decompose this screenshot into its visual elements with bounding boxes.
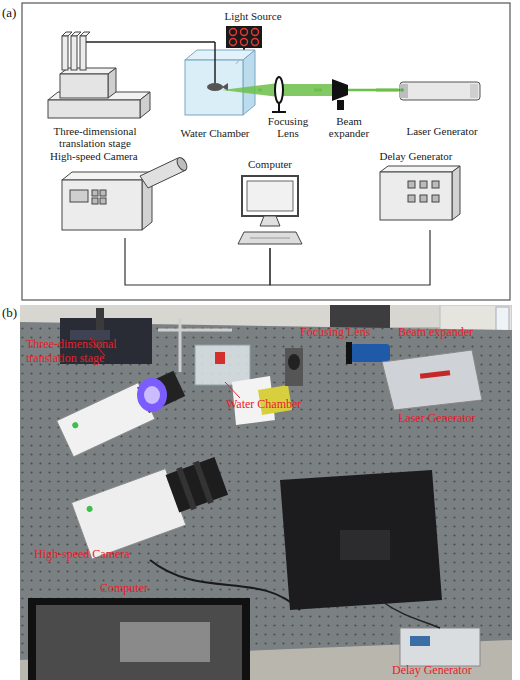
lens-symbol (272, 77, 286, 112)
part-name: Water Chamber (226, 398, 301, 412)
delay-generator-symbol (380, 166, 460, 220)
light-source: Light Source (218, 10, 288, 66)
laser-beam-segment (222, 83, 400, 97)
computer: Computer (228, 158, 312, 248)
part-name: Beam expander (398, 326, 473, 340)
part-name: Focusing Lens (300, 326, 370, 340)
panel-label: (a) (2, 6, 16, 21)
component-label: High-speed Camera (50, 150, 190, 163)
component-label: Light Source (218, 10, 288, 23)
translation-stage: Three-dimensional translation stage (40, 28, 150, 150)
signal-cable (125, 238, 270, 285)
delay-generator: Delay Generator (368, 150, 464, 230)
signal-cable (270, 230, 430, 285)
high-speed-camera: High-speed Camera (50, 150, 190, 238)
chamber-symbol (185, 42, 255, 115)
beam-expander: Beam expander (322, 72, 376, 140)
part-name: Three-dimensional translation stage (26, 338, 146, 366)
expander-symbol (332, 79, 348, 110)
camera-symbol (62, 156, 189, 230)
laser-symbol (400, 82, 480, 100)
part-name: Delay Generator (392, 664, 472, 678)
focusing-lens: Focusing Lens (262, 70, 314, 140)
component-label: Focusing Lens (262, 115, 314, 140)
computer-symbol (238, 176, 302, 244)
laser-beam (258, 89, 262, 92)
water-chamber: Water Chamber (172, 48, 258, 140)
panel-label: (b) (2, 306, 17, 321)
panel-frame (22, 3, 510, 300)
component-label: Delay Generator (368, 150, 464, 163)
stage-symbol (48, 32, 150, 118)
part-name: Computer (100, 582, 148, 596)
stage-arm (86, 42, 215, 43)
component-label: Beam expander (322, 115, 376, 140)
component-label: Laser Generator (398, 125, 486, 138)
laser-beam (314, 89, 322, 92)
component-label: Three-dimensional translation stage (40, 125, 150, 150)
part-name: High-speed Camera (34, 548, 130, 562)
laser-generator: Laser Generator (398, 78, 486, 138)
part-name: Laser Generator (398, 412, 476, 426)
photo (20, 305, 512, 680)
laser-beam (376, 89, 398, 92)
component-label: Water Chamber (172, 127, 258, 140)
component-label: Computer (228, 158, 312, 171)
